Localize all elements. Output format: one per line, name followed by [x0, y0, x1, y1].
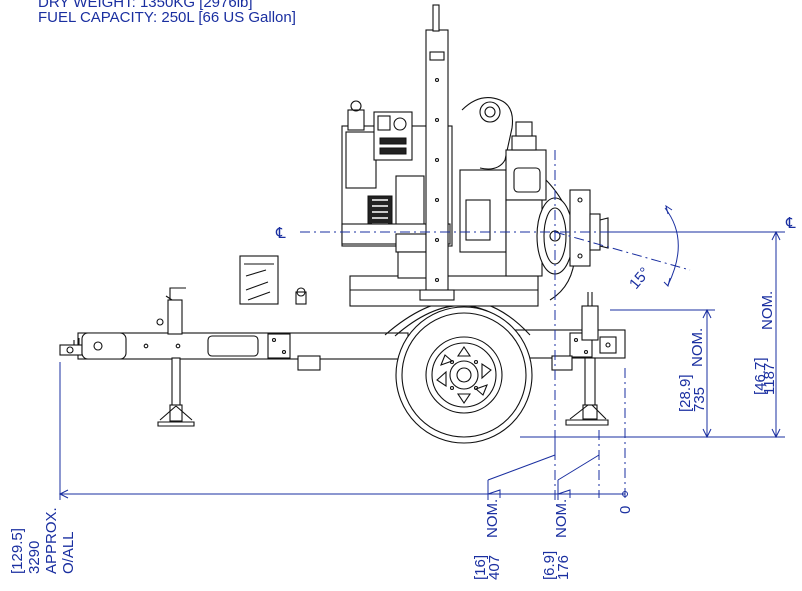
angle-dimension [554, 204, 691, 287]
trailer-wheel [395, 306, 533, 444]
discharge-bracket: [6.9] [541, 551, 558, 580]
rear-jack-stand [565, 292, 617, 426]
overall-bracket: [129.5] [9, 528, 26, 574]
centerline-symbol-right: ℄ [785, 215, 796, 232]
suction-bracket: [16] [472, 555, 489, 580]
overall-oall: O/ALL [60, 531, 77, 574]
centerline-symbol-left: ℄ [275, 225, 286, 242]
battery-box [239, 255, 307, 305]
suction-nom: NOM. [484, 499, 501, 538]
dry-weight-label: DRY WEIGHT: 1350KG [2976lb] [38, 0, 253, 11]
height-735-nom: NOM. [689, 328, 706, 367]
front-jack-stand [156, 287, 195, 427]
discharge-dimension [557, 454, 600, 500]
angle-label: 15° [626, 264, 654, 292]
height-1187-nom: NOM. [759, 291, 776, 330]
discharge-value: 176 [555, 555, 572, 580]
discharge-nom: NOM. [553, 499, 570, 538]
suction-dimension [487, 440, 556, 500]
pump-housing [459, 97, 609, 301]
trailer-chassis [59, 299, 626, 371]
fuel-capacity-label: FUEL CAPACITY: 250L [66 US Gallon] [38, 9, 296, 26]
overall-length-dimension [58, 362, 628, 500]
overall-value: 3290 [26, 541, 43, 574]
height-dimension-735 [610, 308, 715, 439]
lifting-frame [419, 4, 455, 301]
height-1187-bracket: [46.7] [752, 357, 769, 395]
height-735-bracket: [28.9] [677, 374, 694, 412]
suction-value: 407 [486, 555, 503, 580]
zero-label: 0 [617, 506, 634, 514]
height-dimension-1187 [520, 230, 785, 439]
height-1187-value: 1187 [761, 363, 778, 395]
overall-approx: APPROX. [43, 507, 60, 574]
height-735-value: 735 [691, 387, 708, 412]
